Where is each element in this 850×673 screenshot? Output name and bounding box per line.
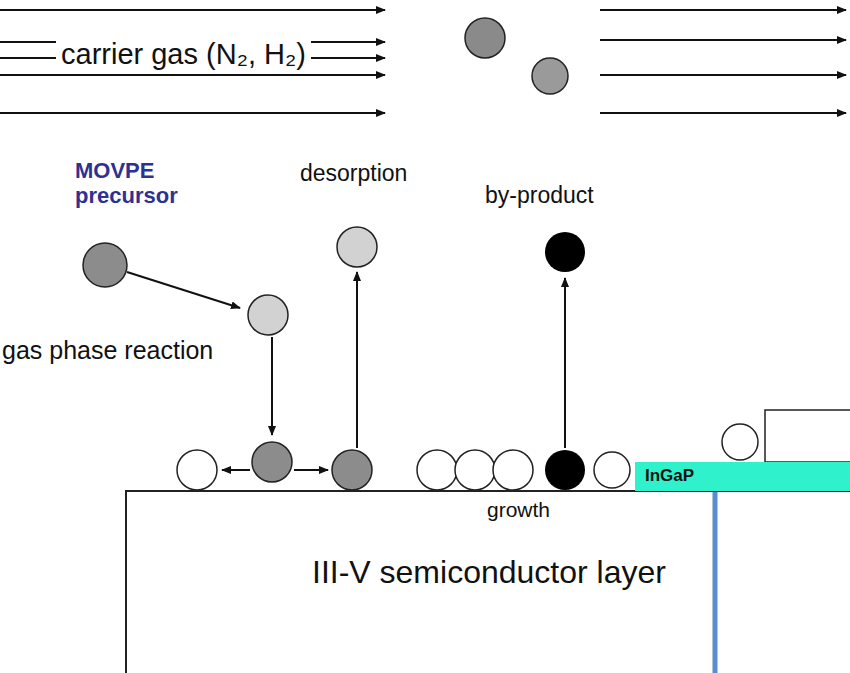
process-label: desorption [300,160,407,186]
process-label: growth [487,498,550,522]
gas-label: carrier gas (N₂, H₂) [56,38,311,71]
semiconductor-layer: growthIII-V semiconductor layer [125,490,850,673]
layer-label: InGaP [645,466,694,486]
process-label: gas phase reaction [2,336,213,365]
interface-line [713,490,718,673]
process-label: by-product [485,182,594,208]
layer-label: III-V semiconductor layer [312,554,666,591]
ingap-layer: InGaP [635,462,850,491]
precursor-label: MOVPE precursor [75,158,205,209]
gas-flow-lines [0,10,846,113]
